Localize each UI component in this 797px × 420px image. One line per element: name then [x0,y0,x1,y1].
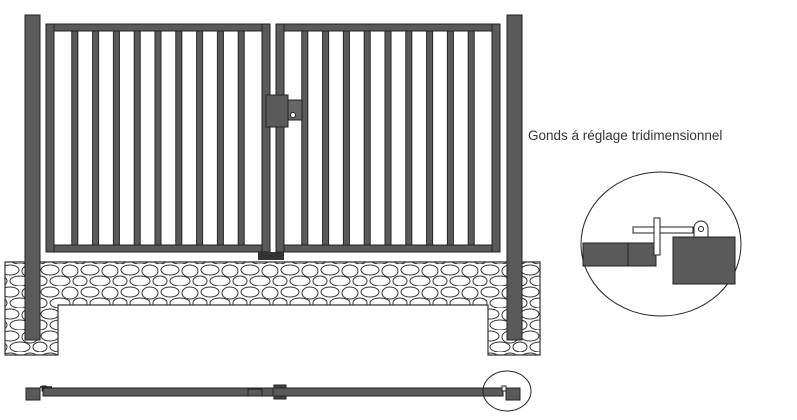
left-bar [175,30,183,246]
right-bar [342,30,350,246]
left-bar [237,30,245,246]
left-bottom-rail [45,244,271,253]
ground-stop [258,252,284,260]
hinge-detail [580,171,742,317]
plan-view [25,370,532,412]
right-bar [384,30,392,246]
left-bar [92,30,100,246]
right-bar [446,30,454,246]
left-bar [216,30,224,246]
right-bottom-rail [275,244,501,253]
right-leaf-stile [491,23,501,253]
left-leaf-stile [261,23,271,253]
right-top-rail [275,23,501,32]
left-leaf-stile [45,23,55,253]
right-post [506,14,523,341]
hinge-caption: Gonds á réglage tridimensionnel [528,128,723,143]
left-bar [112,30,120,246]
right-bar [322,30,330,246]
left-bar [154,30,162,246]
right-bar [467,30,475,246]
gate-leaves [45,23,501,253]
right-leaf-stile [275,23,285,253]
right-bar [301,30,309,246]
stone-wall [4,261,541,356]
left-bar [71,30,79,246]
left-post [24,14,41,341]
right-bar [405,30,413,246]
left-bar [196,30,204,246]
lock-box [265,94,289,128]
right-bar [363,30,371,246]
right-bar [426,30,434,246]
left-top-rail [45,23,271,32]
left-bar [133,30,141,246]
keyhole-icon [290,112,296,118]
